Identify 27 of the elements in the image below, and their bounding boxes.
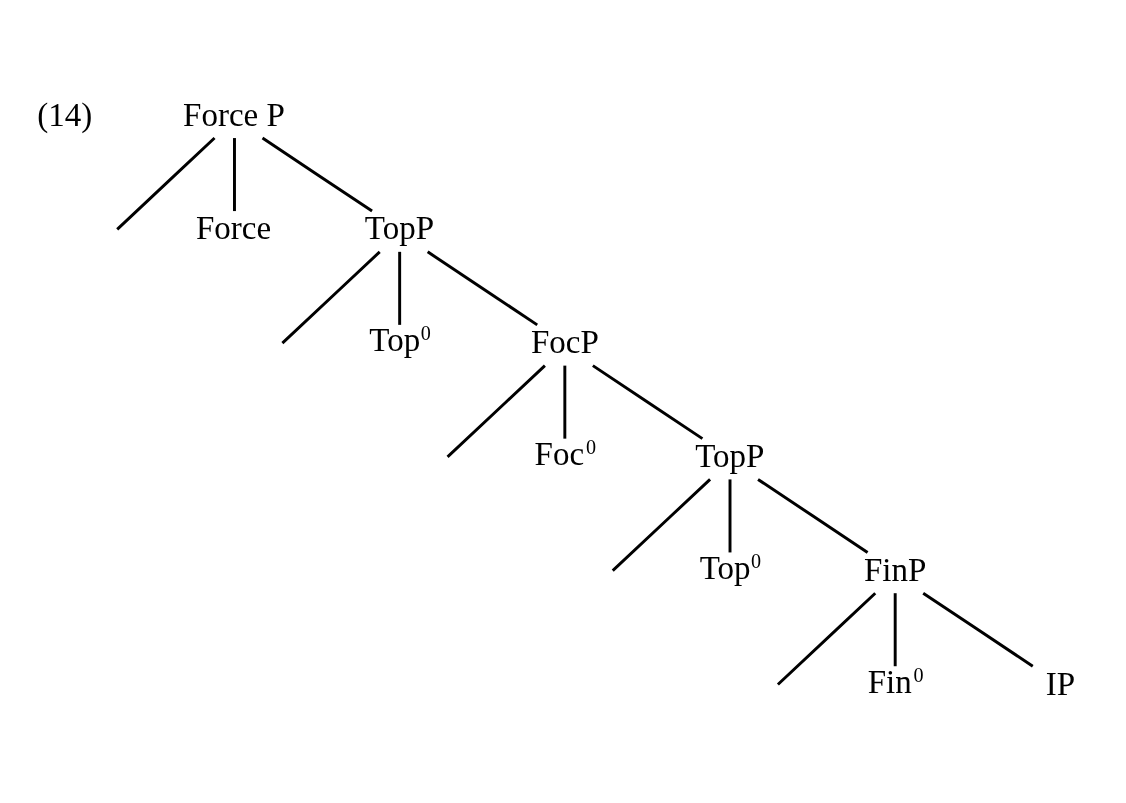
connector [426, 250, 539, 326]
connector [261, 136, 373, 212]
node-text: Force [195, 209, 272, 246]
connector [611, 477, 712, 572]
connector [922, 591, 1034, 667]
node-text: FinP [863, 551, 927, 588]
node-text: IP [1045, 665, 1076, 702]
node-text: TopP [695, 437, 765, 474]
node-text: Top$^{0}$ [369, 321, 431, 358]
connector [592, 363, 704, 440]
connector [233, 137, 236, 211]
connector [563, 365, 567, 439]
connector [446, 364, 546, 458]
node-text: Foc$^{0}$ [534, 435, 597, 472]
connector [776, 591, 877, 686]
connector [281, 250, 381, 344]
node-text: TopP [364, 209, 435, 246]
node-text: Force P [183, 96, 285, 133]
label: (14) [37, 96, 93, 133]
connector [728, 478, 732, 552]
node-text: FocP [530, 323, 599, 360]
node-text: Top$^{0}$ [699, 549, 762, 586]
connector [757, 477, 869, 554]
connector [116, 136, 216, 230]
connector [398, 251, 402, 325]
node-text: Fin$^{0}$ [867, 663, 924, 700]
connector [893, 592, 897, 666]
